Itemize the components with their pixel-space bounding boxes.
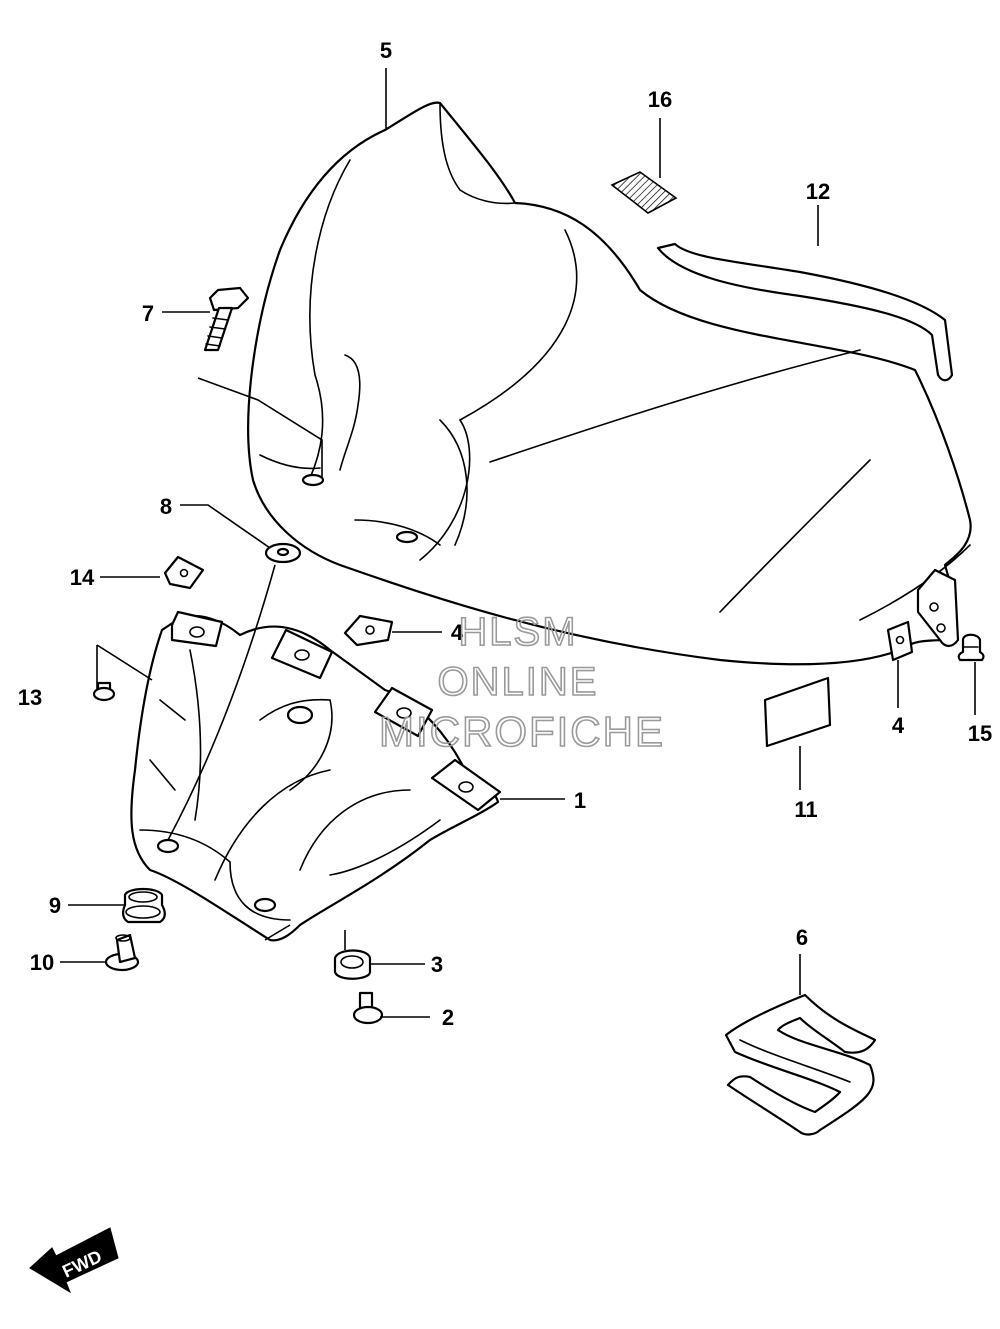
callout-13: 13 <box>18 685 42 710</box>
part-4-nut-clip-right[interactable] <box>886 620 914 662</box>
callout-labels: 5 16 12 7 8 14 4 13 4 15 1 11 9 6 10 3 2 <box>18 38 992 1030</box>
watermark-line-3: MICROFICHE <box>379 708 665 755</box>
watermark: HLSM ONLINE MICROFICHE <box>378 609 665 756</box>
part-14-nut-clip[interactable] <box>163 555 205 590</box>
part-6-emblem[interactable] <box>724 993 877 1136</box>
part-12-trim-strip[interactable] <box>656 242 954 382</box>
callout-9: 9 <box>49 893 61 918</box>
part-3-grommet[interactable] <box>333 949 372 980</box>
callout-3: 3 <box>431 952 443 977</box>
callout-4-right: 4 <box>892 713 905 738</box>
watermark-line-2: ONLINE <box>438 660 599 704</box>
part-1-inner-panel[interactable] <box>130 610 502 942</box>
part-13-screw[interactable] <box>92 681 116 702</box>
callout-7: 7 <box>142 301 154 326</box>
part-11-pad[interactable] <box>763 676 832 748</box>
callout-4-left: 4 <box>451 620 464 645</box>
callout-11: 11 <box>794 797 817 822</box>
part-16-label[interactable] <box>610 171 678 214</box>
callout-2: 2 <box>442 1005 454 1030</box>
watermark-line-1: HLSM <box>458 610 577 654</box>
leader-lines <box>60 68 976 1018</box>
part-9-grommet[interactable] <box>121 887 166 924</box>
part-5-upper-cowl[interactable] <box>247 101 972 666</box>
callout-1: 1 <box>574 788 586 813</box>
callout-16: 16 <box>648 87 672 112</box>
part-4-nut-clip-left[interactable] <box>343 614 394 647</box>
callout-6: 6 <box>796 925 808 950</box>
part-10-collar[interactable] <box>104 933 140 972</box>
callout-15: 15 <box>968 721 992 746</box>
part-7-bolt[interactable] <box>203 286 250 352</box>
callout-10: 10 <box>30 950 54 975</box>
callout-12: 12 <box>806 179 830 204</box>
part-8-washer[interactable] <box>264 542 302 564</box>
part-15-push-rivet[interactable] <box>957 633 985 662</box>
callout-8: 8 <box>160 494 172 519</box>
part-2-screw[interactable] <box>352 991 384 1025</box>
callout-14: 14 <box>70 565 95 590</box>
fwd-direction-badge: FWD <box>29 1227 119 1294</box>
callout-5: 5 <box>380 38 392 63</box>
